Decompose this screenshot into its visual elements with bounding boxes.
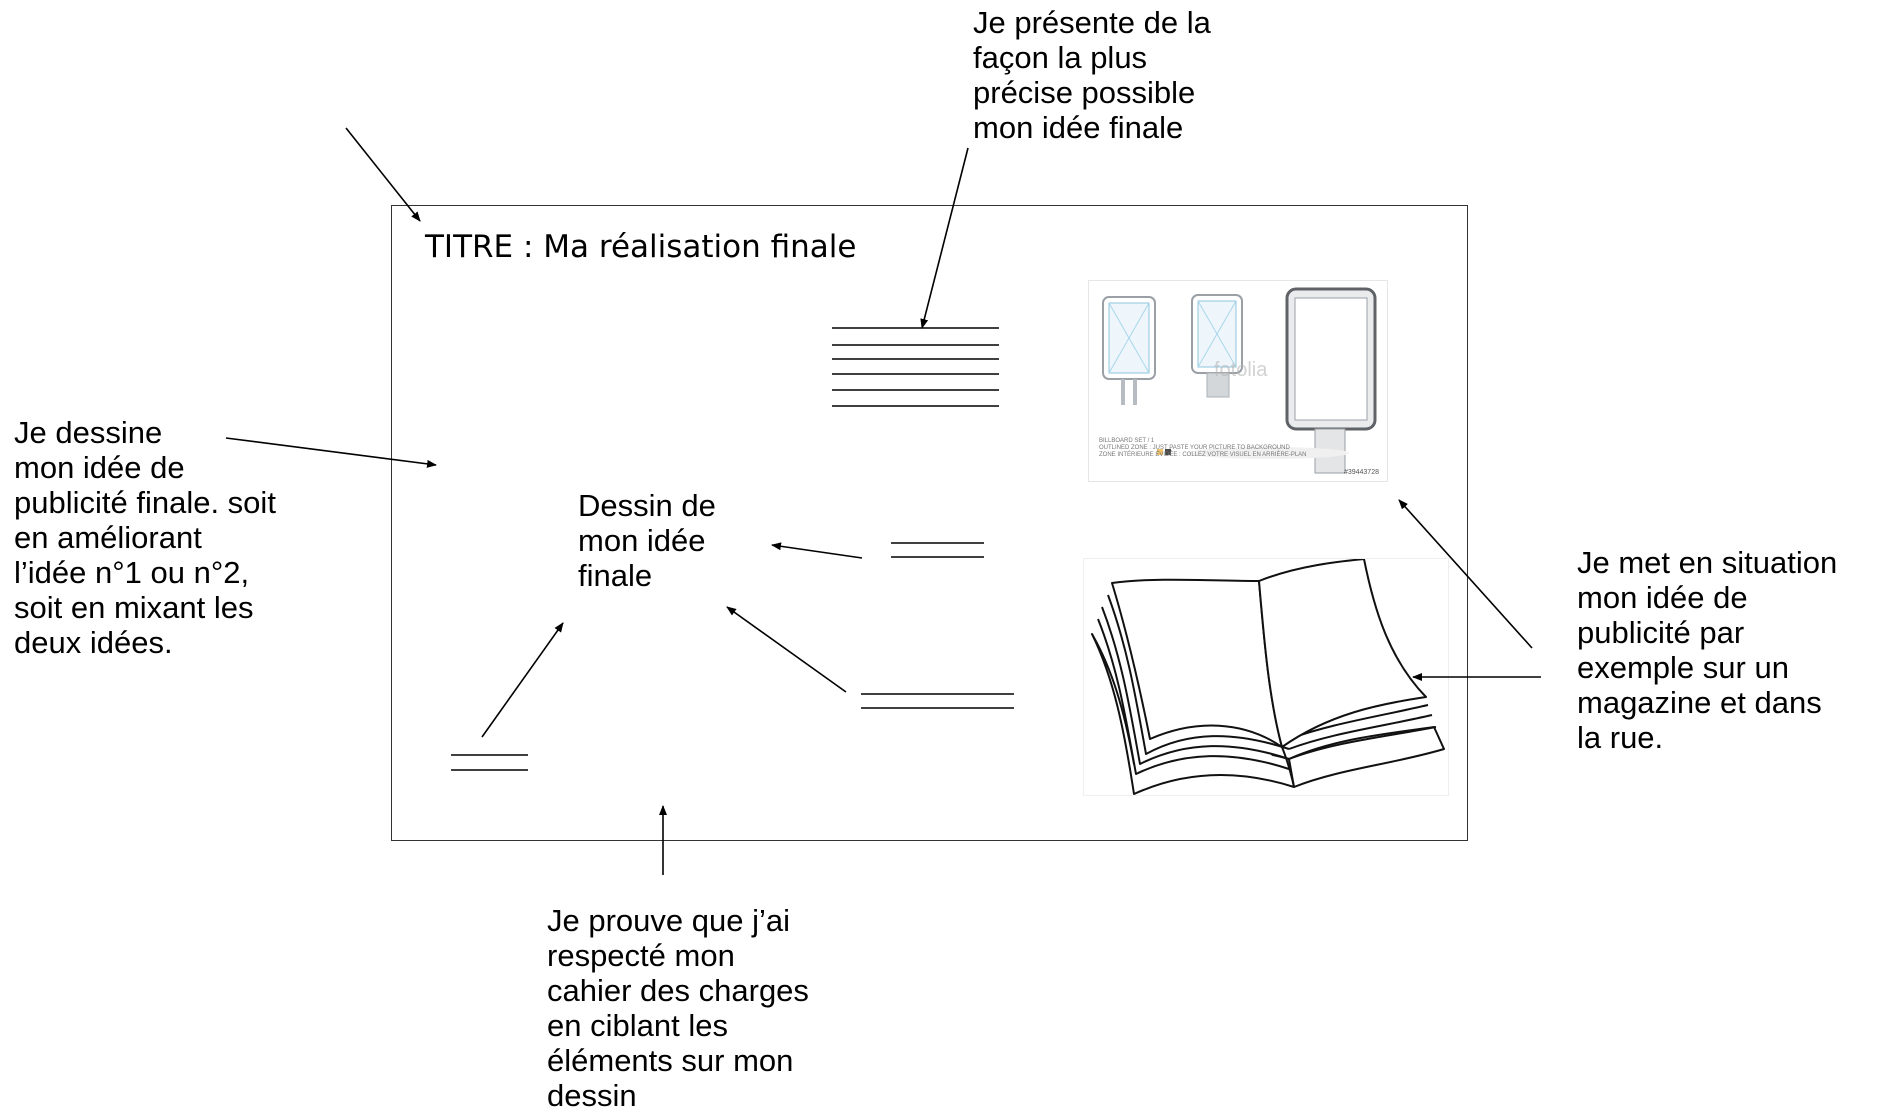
arrow-lower-to-drawing [726,606,847,693]
billboard-watermark: fotolia [1214,359,1268,381]
left-annotation: Je dessine mon idée de publicité finale.… [14,415,276,660]
arrow-left-to-drawing [481,622,564,738]
text-lines-middle [891,542,984,558]
frame-title: TITRE : Ma réalisation finale [425,229,857,265]
arrow-to-text-lines [920,147,969,329]
arrow-to-billboard [1398,499,1533,649]
open-book-icon [1091,558,1445,795]
text-lines-group [832,327,999,407]
billboard-icon [1102,287,1377,474]
billboard-mockup-image: fotolia BILLBOARD SET / 1 OUTLINED ZONE … [1088,280,1388,482]
text-lines-bottom-left [451,754,528,771]
arrow-middle-to-drawing [771,542,863,559]
top-annotation: Je présente de la façon la plus précise … [973,5,1211,145]
billboard-caption: BILLBOARD SET / 1 OUTLINED ZONE : JUST P… [1099,438,1307,458]
arrow-to-drawing-area [225,437,437,468]
right-annotation: Je met en situation mon idée de publicit… [1577,545,1838,755]
drawing-placeholder-label: Dessin de mon idée finale [578,488,716,593]
billboard-id: #39443728 [1343,469,1379,476]
text-lines-lower [861,693,1014,709]
arrow-to-title [345,127,421,222]
layout-frame [391,205,1468,841]
open-book-image [1083,558,1449,796]
